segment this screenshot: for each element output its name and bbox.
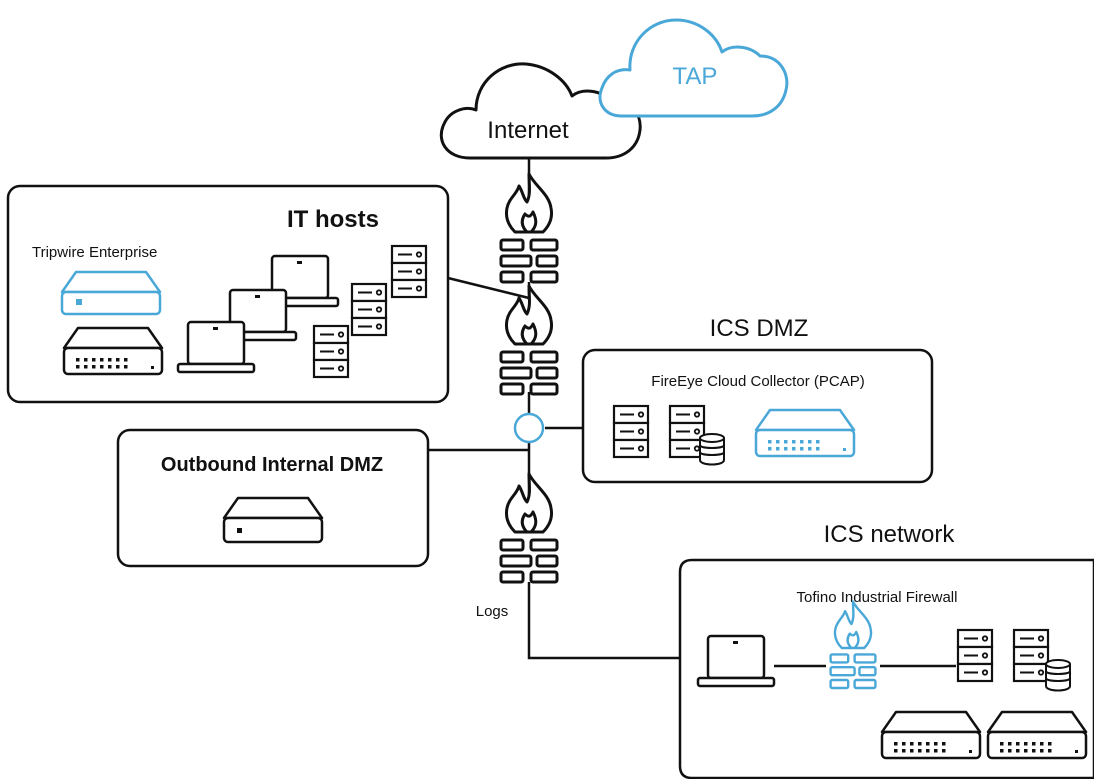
database-icon: [699, 433, 725, 466]
it-hosts-title: IT hosts: [287, 206, 379, 233]
outbound-dmz-title: Outbound Internal DMZ: [161, 454, 383, 476]
it-hosts-zone: IT hosts Tripwire Enterprise: [6, 184, 450, 404]
server-icon: [1012, 628, 1050, 683]
server-icon: [668, 404, 706, 459]
fireeye-appliance-icon: [754, 408, 856, 458]
appliance-icon: [222, 496, 324, 544]
tripwire-label: Tripwire Enterprise: [32, 244, 157, 261]
server-icon: [350, 282, 388, 337]
ics-network-zone: ICS network Tofino Industrial Firewall: [678, 521, 1094, 779]
ics-dmz-zone: ICS DMZ FireEye Cloud Collector (PCAP): [581, 315, 934, 484]
firewall-icon: [499, 284, 559, 396]
it-hosts-link: [447, 276, 530, 300]
tap-label: TAP: [673, 63, 718, 90]
ics-network-title: ICS network: [824, 521, 956, 548]
ics-dmz-title: ICS DMZ: [710, 315, 809, 342]
network-switch-icon: [986, 710, 1088, 760]
firewall-icon: [499, 172, 559, 284]
network-switch-icon: [880, 710, 982, 760]
tap-cloud: TAP: [598, 18, 789, 118]
tripwire-appliance-icon: [60, 270, 162, 316]
internet-cloud: Internet: [439, 62, 642, 160]
laptop-icon: [176, 320, 256, 374]
tofino-label: Tofino Industrial Firewall: [797, 589, 958, 606]
fireeye-label: FireEye Cloud Collector (PCAP): [651, 373, 864, 390]
firewall-icon: [499, 472, 559, 584]
server-icon: [612, 404, 650, 459]
server-icon: [312, 324, 350, 379]
server-icon: [390, 244, 428, 299]
database-icon: [1045, 659, 1071, 692]
server-icon: [956, 628, 994, 683]
logs-label: Logs: [476, 603, 509, 620]
outbound-dmz-zone: Outbound Internal DMZ: [116, 428, 430, 568]
internet-label: Internet: [487, 117, 569, 144]
connection-lines: [428, 158, 680, 660]
logs-link: [527, 582, 680, 660]
tap-point-icon: [513, 412, 545, 444]
network-switch-icon: [62, 326, 164, 376]
laptop-icon: [696, 634, 776, 688]
